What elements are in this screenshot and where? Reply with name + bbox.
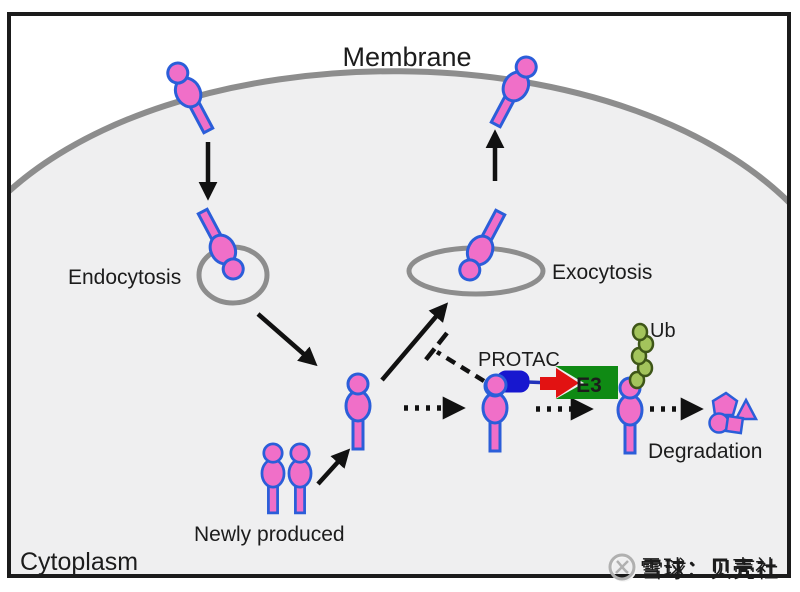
degradation-fragment-triangle xyxy=(733,397,759,421)
cell-membrane xyxy=(11,68,787,205)
ubiquitin-chain xyxy=(628,322,655,390)
exocytosis-label: Exocytosis xyxy=(552,261,652,284)
ub-label: Ub xyxy=(650,320,676,342)
inhibition-line xyxy=(435,350,486,383)
endocytosis-label: Endocytosis xyxy=(68,266,181,289)
watermark-logo-glyph xyxy=(615,560,629,574)
degradation-label: Degradation xyxy=(648,440,762,463)
cytoplasm-label: Cytoplasm xyxy=(20,548,138,576)
recycling-to-membrane-arrow xyxy=(380,302,449,382)
watermark-text: 雪球：贝壳社 xyxy=(640,556,778,581)
newly-produced-label: Newly produced xyxy=(194,523,345,546)
e3-label: E3 xyxy=(576,374,602,397)
newly-produced-arrow xyxy=(316,448,351,486)
watermark-logo-icon xyxy=(608,553,636,581)
ubiquitinated-protein xyxy=(616,322,655,455)
cytoplasm-region xyxy=(11,71,787,574)
e3-recruiting-arrow xyxy=(540,368,579,398)
protac-label: PROTAC xyxy=(478,349,560,371)
ubiquitin-unit xyxy=(631,322,649,342)
degradation-fragments xyxy=(708,391,759,435)
target-protein-head xyxy=(484,373,508,397)
diagram-border xyxy=(7,12,791,578)
ubiquitin-unit xyxy=(628,370,646,390)
watermark: 雪球：贝壳社 雪球：贝壳社 xyxy=(608,553,780,583)
watermark-text-shadow: 雪球：贝壳社 xyxy=(642,558,780,583)
inhibition-bar xyxy=(422,331,449,364)
protac-complex xyxy=(481,364,618,453)
vesicle-to-cytoplasm-arrow xyxy=(256,312,318,367)
degradation-fragment-square xyxy=(724,414,745,435)
membrane-label: Membrane xyxy=(342,42,471,72)
